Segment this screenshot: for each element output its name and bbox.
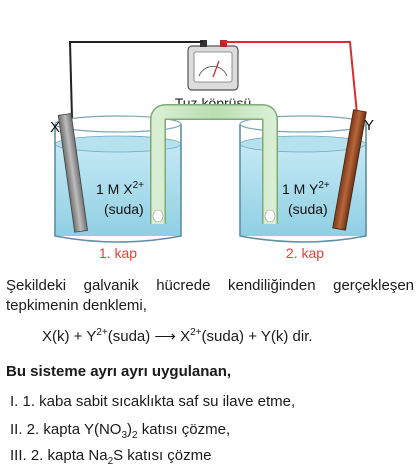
electrode-x: [57, 113, 89, 233]
left-solution-medium: (suda): [104, 201, 144, 217]
electrode-y: [332, 109, 367, 231]
beaker-right-label: 2. kap: [286, 245, 324, 261]
beaker-left-label: 1. kap: [99, 245, 137, 261]
list-item: II. 2. kapta Y(NO3)2 katısı çözme,: [10, 421, 231, 441]
wire-right: [223, 41, 358, 115]
question-intro: Şekildeki galvanik hücrede kendiliğinden…: [6, 277, 414, 314]
reaction-equation: X(k) + Y2+(suda) ⟶ X2+(suda) + Y(k) dir.: [42, 327, 313, 346]
question-prompt: Bu sisteme ayrı ayrı uygulanan,: [6, 363, 232, 380]
list-item: I. 1. kaba sabit sıcaklıkta saf su ilave…: [10, 393, 296, 410]
electrode-x-label: X: [50, 119, 60, 136]
electrode-y-label: Y: [364, 117, 374, 134]
right-solution-medium: (suda): [288, 201, 328, 217]
galvanic-cell-figure: Tuz köprüsü X Y 1 M X2+ (suda) 1 M Y2+ (…: [50, 40, 374, 261]
wire-left: [68, 41, 203, 119]
left-solution-concentration: 1 M X2+: [96, 180, 144, 197]
right-solution-concentration: 1 M Y2+: [282, 180, 330, 197]
list-item: III. 2. kapta Na2S katısı çözme: [10, 447, 212, 467]
voltmeter: [187, 40, 239, 91]
